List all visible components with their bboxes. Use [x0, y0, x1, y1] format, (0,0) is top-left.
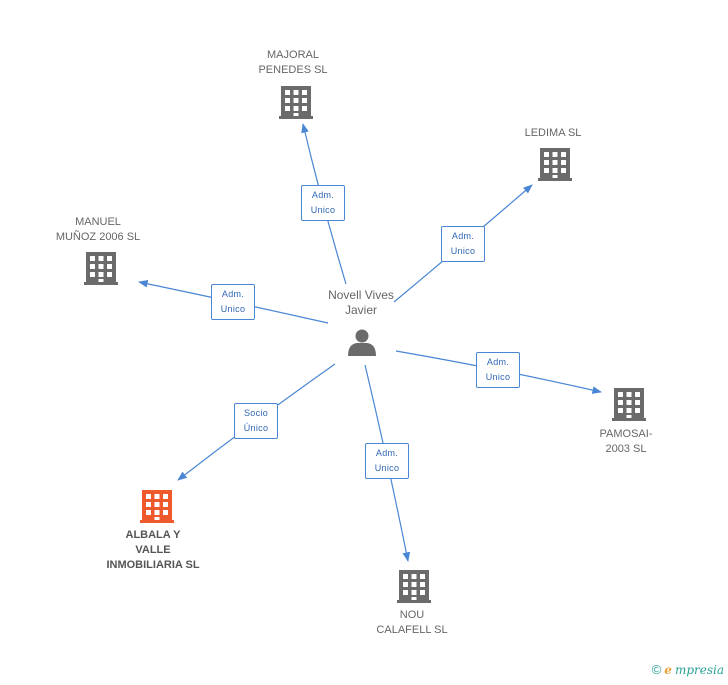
company-name-albala[interactable]: ALBALA Y VALLE INMOBILIARIA SL [106, 529, 200, 571]
company-name-ledima[interactable]: LEDIMA SL [524, 127, 582, 139]
relation-label-ledima: Adm. Unico [441, 226, 485, 262]
building-icon-nou[interactable] [397, 570, 431, 603]
brand-logo-initial: e [664, 662, 672, 677]
copyright-icon: © [651, 662, 662, 677]
building-icon-ledima[interactable] [538, 148, 572, 181]
company-name-manuel[interactable]: MANUEL MUÑOZ 2006 SL [55, 216, 141, 243]
center-person-name[interactable]: Novell Vives Javier [328, 288, 394, 317]
company-name-pamosai[interactable]: PAMOSAI- 2003 SL [599, 428, 653, 455]
building-icon-manuel[interactable] [84, 252, 118, 285]
relation-label-manuel: Adm. Unico [211, 284, 255, 320]
company-name-nou[interactable]: NOU CALAFELL SL [376, 609, 448, 636]
relation-label-nou: Adm. Unico [365, 443, 409, 479]
company-name-majoral[interactable]: MAJORAL PENEDES SL [258, 49, 328, 76]
relation-label-albala: Socio Único [234, 403, 278, 439]
edges-layer [138, 123, 602, 562]
icons-layer [84, 86, 646, 603]
relation-label-majoral: Adm. Unico [301, 185, 345, 221]
building-icon-majoral[interactable] [279, 86, 313, 119]
building-icon-albala[interactable] [140, 490, 174, 523]
person-icon[interactable] [348, 329, 376, 357]
relation-label-pamosai: Adm. Unico [476, 352, 520, 388]
brand-logo-text: mpresia [674, 662, 724, 677]
building-icon-pamosai[interactable] [612, 388, 646, 421]
